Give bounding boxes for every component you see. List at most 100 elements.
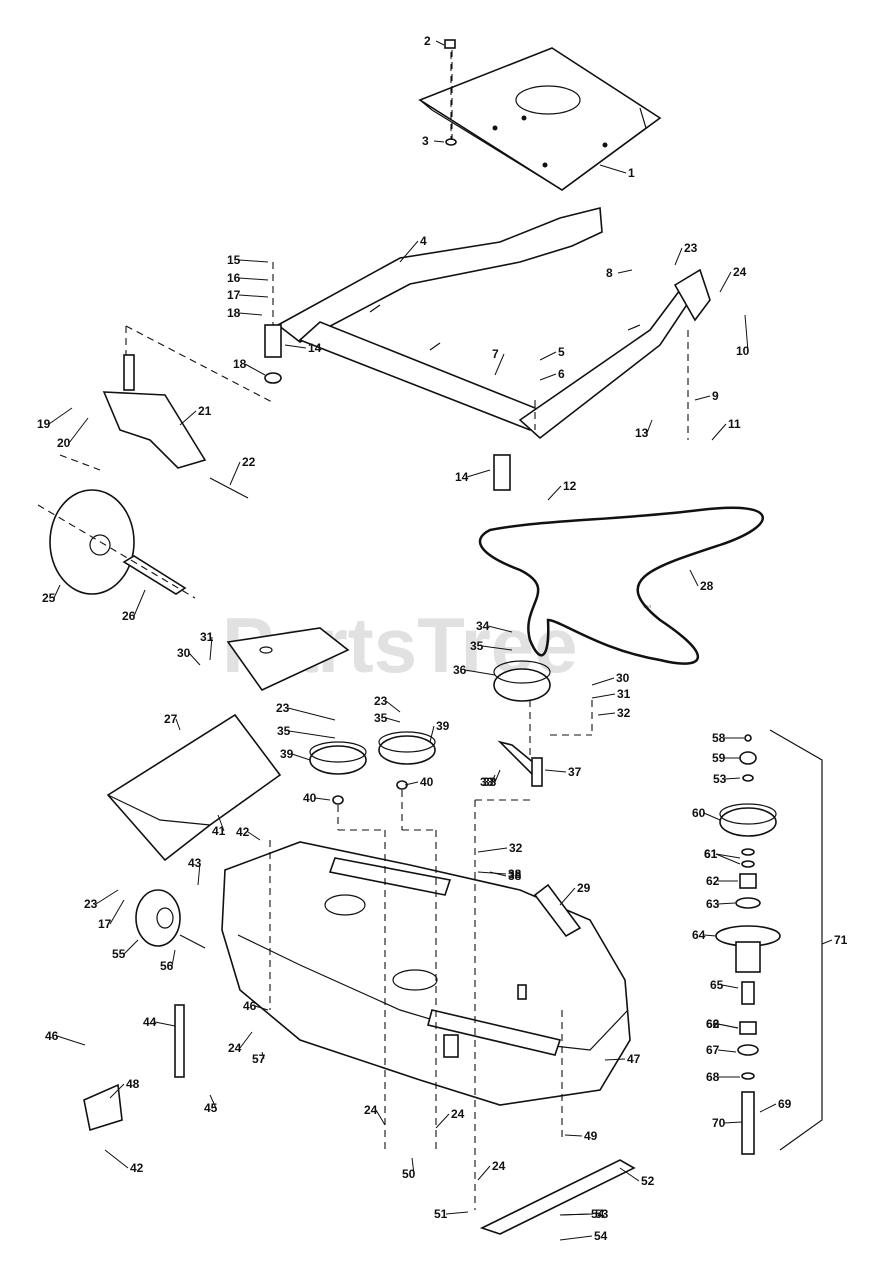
callout-19[interactable]: 19 <box>37 417 51 431</box>
callout-62[interactable]: 62 <box>706 874 720 888</box>
callout-14[interactable]: 14 <box>455 470 469 484</box>
callout-41[interactable]: 41 <box>212 824 226 838</box>
discharge-chute[interactable] <box>106 713 282 862</box>
callout-16[interactable]: 16 <box>227 271 241 285</box>
callout-18[interactable]: 18 <box>233 357 247 371</box>
callout-55[interactable]: 55 <box>112 947 126 961</box>
callout-21[interactable]: 21 <box>198 404 212 418</box>
belt-guard[interactable] <box>226 627 350 692</box>
callout-39[interactable]: 39 <box>280 747 294 761</box>
drive-belt[interactable] <box>478 506 764 665</box>
spindle-assembly[interactable] <box>715 729 823 1155</box>
callout-42[interactable]: 42 <box>236 825 250 839</box>
callout-38[interactable]: 38 <box>508 867 522 881</box>
callout-24[interactable]: 24 <box>492 1159 506 1173</box>
callout-67[interactable]: 67 <box>706 1043 720 1057</box>
callout-28[interactable]: 28 <box>700 579 714 593</box>
callout-50[interactable]: 50 <box>402 1167 416 1181</box>
callout-35[interactable]: 35 <box>277 724 291 738</box>
callout-31[interactable]: 31 <box>200 630 214 644</box>
callout-18[interactable]: 18 <box>227 306 241 320</box>
deck-spring[interactable] <box>533 883 582 938</box>
callout-69[interactable]: 69 <box>778 1097 792 1111</box>
callout-63[interactable]: 63 <box>706 897 720 911</box>
callout-53[interactable]: 53 <box>595 1207 609 1221</box>
callout-49[interactable]: 49 <box>584 1129 598 1143</box>
callout-29[interactable]: 29 <box>577 881 591 895</box>
callout-39[interactable]: 39 <box>436 719 450 733</box>
caster-fork[interactable] <box>102 325 273 469</box>
callout-53[interactable]: 53 <box>713 772 727 786</box>
callout-24[interactable]: 24 <box>733 265 747 279</box>
callout-46[interactable]: 46 <box>243 999 257 1013</box>
callout-40[interactable]: 40 <box>303 791 317 805</box>
callout-24[interactable]: 24 <box>228 1041 242 1055</box>
callout-35[interactable]: 35 <box>374 711 388 725</box>
callout-56[interactable]: 56 <box>160 959 174 973</box>
callout-37[interactable]: 37 <box>568 765 582 779</box>
callout-64[interactable]: 64 <box>692 928 706 942</box>
callout-33[interactable]: 33 <box>480 775 494 789</box>
callout-61[interactable]: 61 <box>704 847 718 861</box>
callout-7[interactable]: 7 <box>492 347 499 361</box>
callout-10[interactable]: 10 <box>736 344 750 358</box>
caster-axle[interactable] <box>37 454 196 599</box>
callout-14[interactable]: 14 <box>308 341 322 355</box>
callout-25[interactable]: 25 <box>42 591 56 605</box>
mower-blade[interactable] <box>479 1159 636 1235</box>
callout-32[interactable]: 32 <box>617 706 631 720</box>
callout-5[interactable]: 5 <box>558 345 565 359</box>
callout-32[interactable]: 32 <box>509 841 523 855</box>
callout-30[interactable]: 30 <box>616 671 630 685</box>
callout-43[interactable]: 43 <box>188 856 202 870</box>
callout-34[interactable]: 34 <box>476 619 490 633</box>
hitch-frame[interactable] <box>264 206 711 491</box>
callout-68[interactable]: 68 <box>706 1070 720 1084</box>
callout-47[interactable]: 47 <box>627 1052 641 1066</box>
callout-35[interactable]: 35 <box>470 639 484 653</box>
cover-bolt[interactable] <box>444 39 457 146</box>
callout-20[interactable]: 20 <box>57 436 71 450</box>
callout-23[interactable]: 23 <box>276 701 290 715</box>
callout-23[interactable]: 23 <box>684 241 698 255</box>
pulley-left[interactable] <box>309 741 367 805</box>
callout-44[interactable]: 44 <box>143 1015 157 1029</box>
callout-24[interactable]: 24 <box>364 1103 378 1117</box>
callout-4[interactable]: 4 <box>420 234 427 248</box>
callout-23[interactable]: 23 <box>374 694 388 708</box>
caster-bolt[interactable] <box>209 477 249 499</box>
idler-arm[interactable] <box>497 740 543 787</box>
callout-26[interactable]: 26 <box>122 609 136 623</box>
callout-11[interactable]: 11 <box>728 417 741 431</box>
callout-59[interactable]: 59 <box>712 751 726 765</box>
callout-38[interactable]: 38 <box>508 869 522 883</box>
callout-27[interactable]: 27 <box>164 712 178 726</box>
callout-71[interactable]: 71 <box>834 933 848 947</box>
callout-61[interactable]: 61 <box>704 847 718 861</box>
callout-57[interactable]: 57 <box>252 1052 266 1066</box>
callout-33[interactable]: 33 <box>483 775 497 789</box>
callout-46[interactable]: 46 <box>45 1029 59 1043</box>
callout-8[interactable]: 8 <box>606 266 613 280</box>
callout-66[interactable]: 66 <box>706 1017 720 1031</box>
caster-wheel[interactable] <box>49 489 135 595</box>
idler-pulley[interactable] <box>493 660 551 702</box>
pulley-right[interactable] <box>378 731 436 790</box>
callout-22[interactable]: 22 <box>242 455 256 469</box>
callout-65[interactable]: 65 <box>710 978 724 992</box>
callout-40[interactable]: 40 <box>420 775 434 789</box>
callout-15[interactable]: 15 <box>227 253 241 267</box>
callout-62[interactable]: 62 <box>706 1017 720 1031</box>
mower-deck[interactable] <box>221 841 631 1106</box>
gauge-wheel[interactable] <box>135 889 206 949</box>
callout-60[interactable]: 60 <box>692 806 706 820</box>
callout-54[interactable]: 54 <box>594 1229 608 1243</box>
callout-36[interactable]: 36 <box>453 663 467 677</box>
callout-1[interactable]: 1 <box>628 166 635 180</box>
cover-plate[interactable] <box>418 47 662 191</box>
deck-rod[interactable] <box>174 1004 185 1078</box>
callout-30[interactable]: 30 <box>177 646 191 660</box>
callout-31[interactable]: 31 <box>617 687 631 701</box>
callout-52[interactable]: 52 <box>641 1174 655 1188</box>
callout-13[interactable]: 13 <box>635 426 649 440</box>
